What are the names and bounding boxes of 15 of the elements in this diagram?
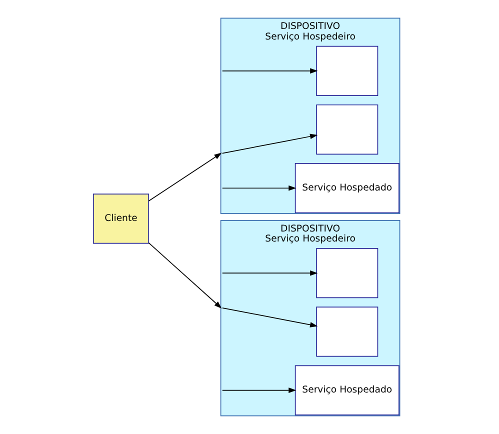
arrow xyxy=(214,134,318,160)
arrow xyxy=(214,301,318,328)
arrow xyxy=(221,68,318,74)
arrow xyxy=(221,185,296,191)
node-box xyxy=(316,248,378,298)
node-box: Serviço Hospedado xyxy=(294,365,399,416)
arrow xyxy=(221,388,296,393)
arrow xyxy=(221,270,318,276)
node-box xyxy=(316,306,378,357)
arrow xyxy=(148,152,222,202)
node-box xyxy=(316,104,378,155)
arrow xyxy=(148,242,222,309)
node-box: Serviço Hospedado xyxy=(294,163,399,214)
node-box: Cliente xyxy=(92,194,149,244)
node-box xyxy=(316,46,378,96)
